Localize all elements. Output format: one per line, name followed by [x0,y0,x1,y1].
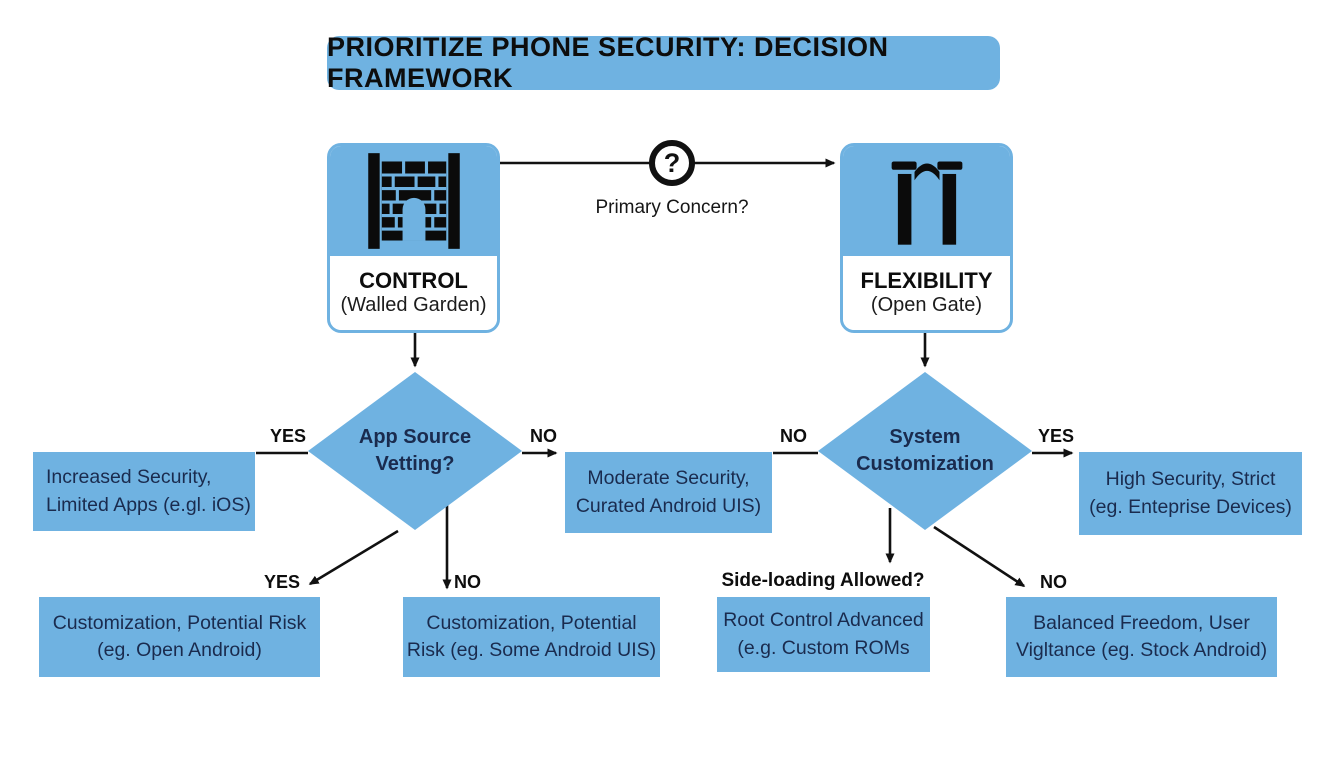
outcome-line: (eg. Open Android) [97,639,262,661]
outcome-line: Risk (eg. Some Android UIS) [406,639,657,661]
outcome-root-control-advanced: Root Control Advanced (e.g. Custom ROMs [717,597,930,672]
outcome-increased-security: Increased Security, Limited Apps (e.gl. … [33,452,255,531]
control-title: CONTROL [359,267,468,293]
outcome-line: Moderate Security, [587,467,750,490]
edge-label-no: NO [780,426,807,446]
flexibility-label-area: FLEXIBILITY (Open Gate) [843,256,1010,330]
outcome-moderate-security: Moderate Security, Curated Android UIS) [565,452,772,533]
sideloading-question-label: Side-loading Allowed? [721,570,925,591]
outcome-line: High Security, Strict [1105,468,1276,491]
diagram-title: PRIORITIZE PHONE SECURITY: DECISION FRAM… [327,32,1000,93]
outcome-line: (eg. Enteprise Devices) [1089,495,1292,518]
edge-label-no: NO [1040,572,1067,592]
node-flexibility: FLEXIBILITY (Open Gate) [840,143,1013,333]
outcome-customization-open-android: Customization, Potential Risk (eg. Open … [39,597,320,677]
outcome-line: Balanced Freedom, User [1033,611,1250,634]
outcome-line: Vigltance (eg. Stock Android) [1015,639,1268,661]
system-custom-line1: System [889,426,961,448]
edge-label-yes: YES [270,426,307,446]
node-control: CONTROL (Walled Garden) [327,143,500,333]
control-subtitle: (Walled Garden) [340,294,487,317]
outcome-line: Customization, Potential Risk [52,611,307,634]
walled-garden-icon [367,153,460,249]
outcome-line: Limited Apps (e.gl. iOS) [46,493,251,516]
outcome-balanced-freedom: Balanced Freedom, User Vigltance (eg. St… [1006,597,1277,677]
outcome-high-security: High Security, Strict (eg. Enteprise Dev… [1079,452,1302,535]
outcome-line: Increased Security, [46,466,212,489]
outcome-customization-some-android: Customization, Potential Risk (eg. Some … [403,597,660,677]
outcome-line: Root Control Advanced [723,609,924,632]
edge-label-no: NO [454,572,481,592]
edge-label-yes: YES [1038,426,1075,446]
outcome-line: (e.g. Custom ROMs [737,636,910,659]
question-mark-icon: ? [649,140,695,186]
flexibility-title: FLEXIBILITY [860,267,993,293]
flexibility-icon-area [843,146,1010,256]
system-custom-line2: Customization [856,453,994,475]
edge-label-no: NO [530,426,557,446]
open-gate-icon [891,161,962,245]
question-mark-glyph: ? [663,147,681,178]
app-source-line1: App Source [358,426,472,448]
arrow-vetting-yes-diagonal [308,529,399,586]
app-source-line2: Vetting? [375,453,455,475]
outcome-line: Customization, Potential [426,611,637,634]
edge-label-yes: YES [264,572,301,592]
control-label-area: CONTROL (Walled Garden) [330,256,497,330]
primary-concern-label: Primary Concern? [595,197,749,218]
flexibility-subtitle: (Open Gate) [870,294,983,317]
outcome-line: Curated Android UIS) [575,494,762,517]
arrow-system-no-diagonal [933,525,1026,588]
control-icon-area [330,146,497,256]
